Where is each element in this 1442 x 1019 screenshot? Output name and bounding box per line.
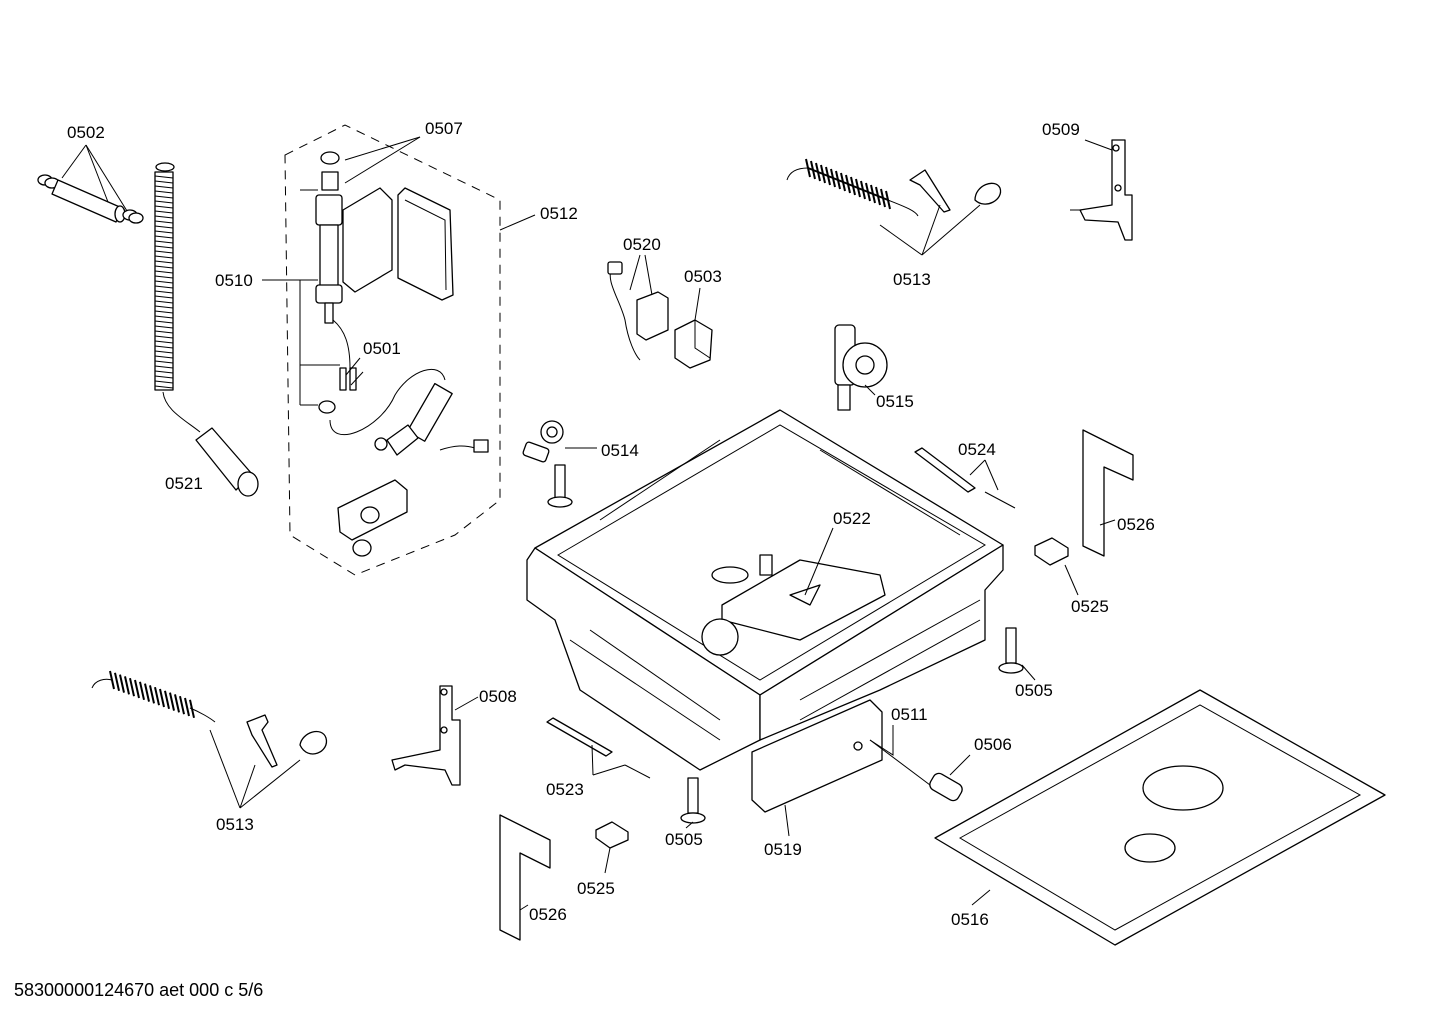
part-0525-block-bottom xyxy=(595,821,629,849)
part-0513-spring-top xyxy=(786,158,1002,217)
document-id: 58300000124670 aet 000 c 5/6 xyxy=(14,980,264,1000)
callout-0502: 0502 xyxy=(67,123,105,142)
callout-0526-bottom: 0526 xyxy=(529,905,567,924)
part-0526-plate-right xyxy=(1082,429,1134,557)
callout-0525-right: 0525 xyxy=(1071,597,1109,616)
callout-0505-right: 0505 xyxy=(1015,681,1053,700)
part-0515-pump xyxy=(834,324,888,411)
callout-0521: 0521 xyxy=(165,474,203,493)
part-0505-foot-right xyxy=(998,627,1024,674)
part-0510-valve xyxy=(315,151,357,414)
callout-0506: 0506 xyxy=(974,735,1012,754)
part-0502-pipe-with-clamps xyxy=(37,174,144,224)
part-0503-block xyxy=(674,319,713,369)
callout-0515: 0515 xyxy=(876,392,914,411)
part-bracket-panel xyxy=(337,479,408,557)
part-base-tub xyxy=(526,409,1004,771)
callout-labels: 0502 0507 0512 0510 0501 0521 0520 0503 … xyxy=(67,119,1155,929)
callout-0513-bottom: 0513 xyxy=(216,815,254,834)
part-0508-bracket xyxy=(391,685,461,786)
part-0513-spring-bottom xyxy=(91,670,328,768)
part-0524-rod xyxy=(914,447,1016,509)
part-0521-hose-end xyxy=(195,427,259,497)
part-0519-front-plate xyxy=(751,699,883,813)
callout-0513-top: 0513 xyxy=(893,270,931,289)
callout-0516: 0516 xyxy=(951,910,989,929)
part-0525-block-right xyxy=(1034,537,1069,566)
part-0506-cylinder xyxy=(869,739,963,802)
callout-0520: 0520 xyxy=(623,235,661,254)
part-drain-hose xyxy=(154,162,201,433)
part-0520-sensor xyxy=(607,261,669,361)
callout-0514: 0514 xyxy=(601,441,639,460)
callout-0503: 0503 xyxy=(684,267,722,286)
callout-0519: 0519 xyxy=(764,840,802,859)
part-0509-bracket xyxy=(1070,139,1133,241)
callout-0507: 0507 xyxy=(425,119,463,138)
callout-0512: 0512 xyxy=(540,204,578,223)
part-0505-foot-bottom xyxy=(680,777,706,824)
part-0516-tray xyxy=(934,689,1386,946)
part-0514-gears-screw xyxy=(522,420,573,508)
leader-lines xyxy=(61,136,1116,911)
part-0523-rod xyxy=(546,717,651,779)
callout-0523: 0523 xyxy=(546,780,584,799)
callout-0522: 0522 xyxy=(833,509,871,528)
callout-0511: 0511 xyxy=(891,705,928,724)
callout-0501: 0501 xyxy=(363,339,401,358)
part-0526-plate-bottom xyxy=(499,814,551,941)
callout-0526-right: 0526 xyxy=(1117,515,1155,534)
callout-0524: 0524 xyxy=(958,440,996,459)
callout-0509: 0509 xyxy=(1042,120,1080,139)
callout-0505-bottom: 0505 xyxy=(665,830,703,849)
callout-0510: 0510 xyxy=(215,271,253,290)
part-inner-hose xyxy=(329,368,489,456)
part-valve-housing xyxy=(342,187,454,301)
callout-0508: 0508 xyxy=(479,687,517,706)
callout-0525-bottom: 0525 xyxy=(577,879,615,898)
assembly-boundary-0512 xyxy=(284,124,501,576)
